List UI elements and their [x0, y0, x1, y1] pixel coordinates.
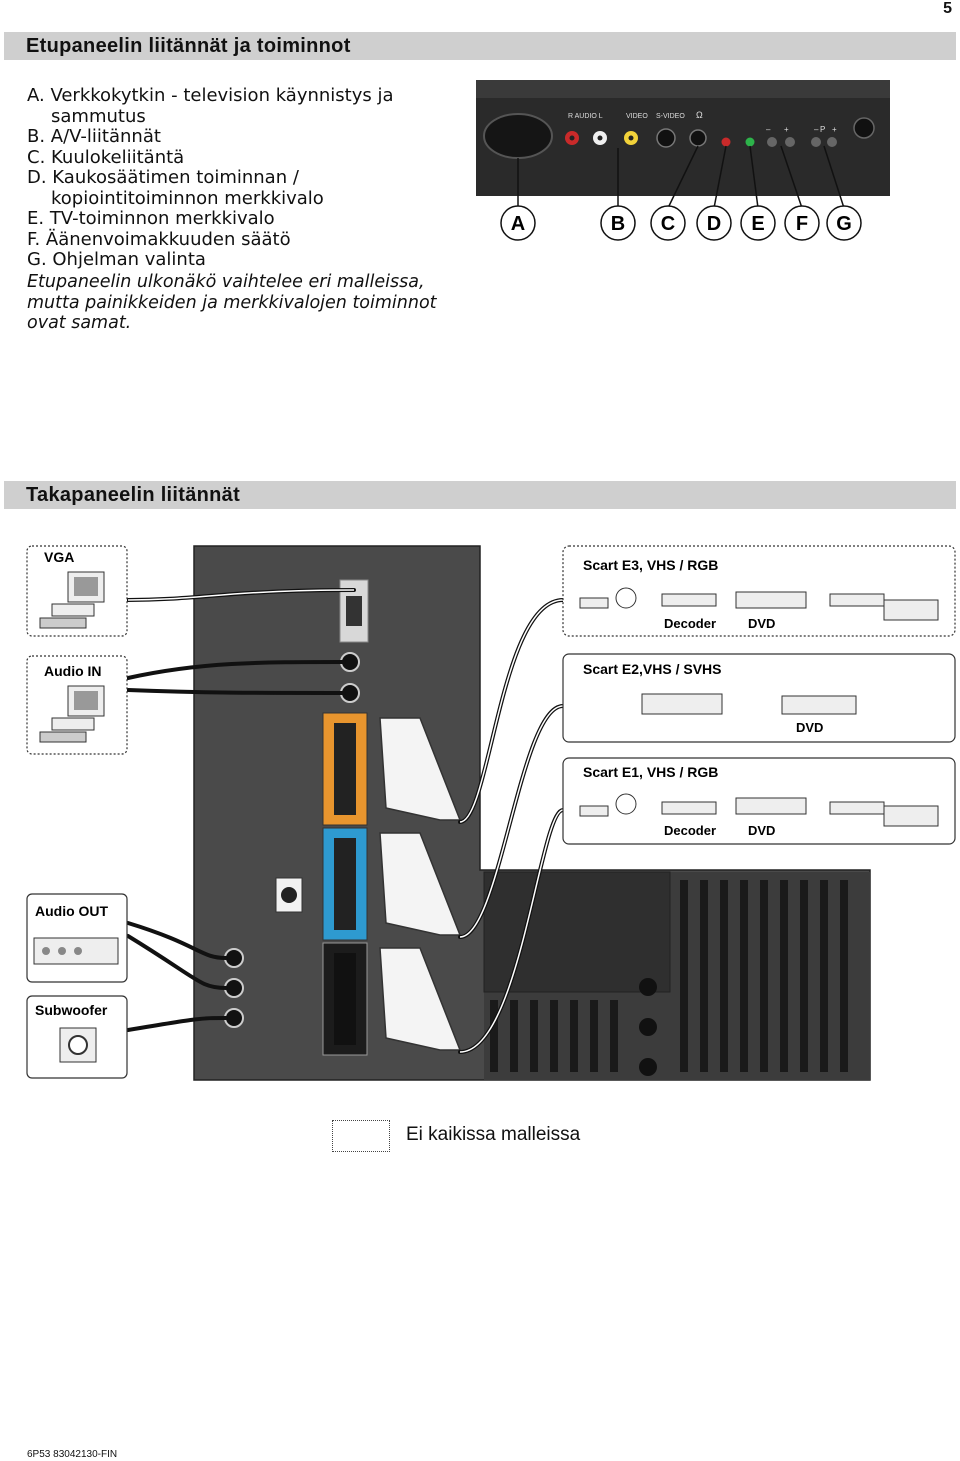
svg-text:+: + [832, 125, 837, 134]
legend-dotted-box [332, 1120, 390, 1152]
volume-down-button [767, 137, 777, 147]
footer-code: 6P53 83042130-FIN [27, 1449, 118, 1460]
svg-text:G: G [836, 213, 852, 235]
audio-label: R AUDIO L [568, 113, 603, 120]
front-section-title: Etupaneelin liitännät ja toiminnot [4, 32, 956, 60]
scart-e3-box: Scart E3, VHS / RGB Decoder DVD [562, 545, 956, 637]
svg-text:Decoder: Decoder [664, 823, 716, 838]
front-panel-illustration: R AUDIO L VIDEO S-VIDEO Ω – + – P + A B … [476, 80, 890, 241]
svg-text:DVD: DVD [796, 720, 823, 735]
svg-text:D: D [707, 213, 721, 235]
callout-a: A [500, 205, 536, 241]
svg-text:Scart E2,VHS / SVHS: Scart E2,VHS / SVHS [583, 661, 722, 677]
callout-f: F [784, 205, 820, 241]
callout-b: B [600, 205, 636, 241]
list-item: F. Äänenvoimakkuuden säätö [27, 228, 291, 250]
svg-text:Audio OUT: Audio OUT [35, 903, 109, 919]
scart-plug-e1 [379, 947, 462, 1051]
list-item: C. Kuulokeliitäntä [27, 146, 185, 168]
list-item: G. Ohjelman valinta [27, 249, 206, 270]
svg-text:E: E [751, 213, 764, 235]
ir-sensor [853, 117, 875, 139]
program-down-button [811, 137, 821, 147]
tv-indicator-led [745, 137, 755, 147]
svg-text:B: B [611, 213, 625, 235]
svg-text:A: A [511, 213, 525, 235]
computer-icon [39, 571, 105, 629]
list-item: kopiointitoiminnon merkkivalo [51, 187, 324, 209]
satellite-dish-icon [615, 793, 637, 815]
amplifier-icon [33, 937, 119, 965]
svg-text:DVD: DVD [748, 616, 775, 631]
svg-text:VGA: VGA [44, 549, 74, 565]
headphone-jack [689, 129, 707, 147]
svideo-label: S-VIDEO [656, 113, 685, 120]
scart-plug-e2 [379, 832, 462, 936]
video-label: VIDEO [626, 113, 648, 120]
speaker-icon [59, 1027, 97, 1063]
power-switch [483, 113, 553, 159]
svg-text:DVD: DVD [748, 823, 775, 838]
subwoofer-box: Subwoofer [26, 995, 128, 1079]
svg-text:Audio IN: Audio IN [44, 663, 102, 679]
program-up-button [827, 137, 837, 147]
audio-in-box: Audio IN [26, 655, 128, 755]
callout-e: E [740, 205, 776, 241]
list-item: sammutus [51, 105, 146, 127]
scart-e2-box: Scart E2,VHS / SVHS DVD [562, 653, 956, 743]
svg-text:Scart E3, VHS / RGB: Scart E3, VHS / RGB [583, 557, 718, 573]
svg-text:Decoder: Decoder [664, 616, 716, 631]
svg-text:F: F [796, 213, 808, 235]
callout-g: G [826, 205, 862, 241]
list-item: E. TV-toiminnon merkkivalo [27, 208, 275, 229]
rear-section-title: Takapaneelin liitännät [4, 481, 956, 509]
scart-e1-box: Scart E1, VHS / RGB Decoder DVD [562, 757, 956, 845]
satellite-dish-icon [615, 587, 637, 609]
vga-box: VGA [26, 545, 128, 637]
computer-icon [39, 685, 105, 743]
svg-text:C: C [661, 213, 675, 235]
list-item: B. A/V-liitännät [27, 126, 161, 147]
remote-indicator-led [721, 137, 731, 147]
legend-text: Ei kaikissa malleissa [406, 1124, 581, 1145]
front-feature-list: A. Verkkokytkin - television käynnistys … [27, 85, 457, 271]
scart-plug-e3 [379, 717, 462, 821]
svg-text:P: P [820, 125, 825, 134]
svideo-jack [656, 128, 676, 148]
svg-text:–: – [766, 125, 771, 134]
headphone-icon: Ω [696, 110, 703, 120]
front-panel-note: Etupaneelin ulkonäkö vaihtelee eri malle… [27, 272, 437, 333]
ventilation-grille [490, 880, 848, 1072]
callout-d: D [696, 205, 732, 241]
svg-text:Subwoofer: Subwoofer [35, 1002, 108, 1018]
svg-text:Scart E1, VHS / RGB: Scart E1, VHS / RGB [583, 764, 718, 780]
audio-out-box: Audio OUT [26, 893, 128, 983]
svg-text:+: + [784, 125, 789, 134]
callout-c: C [650, 205, 686, 241]
volume-up-button [785, 137, 795, 147]
svg-text:–: – [814, 125, 819, 134]
list-item: D. Kaukosäätimen toiminnan / [27, 167, 299, 188]
rear-panel-diagram: VGA Audio IN Audio OUT Subwoofer Scart E… [26, 545, 956, 1081]
page-number: 5 [943, 0, 952, 17]
list-item: A. Verkkokytkin - television käynnistys … [27, 85, 394, 106]
